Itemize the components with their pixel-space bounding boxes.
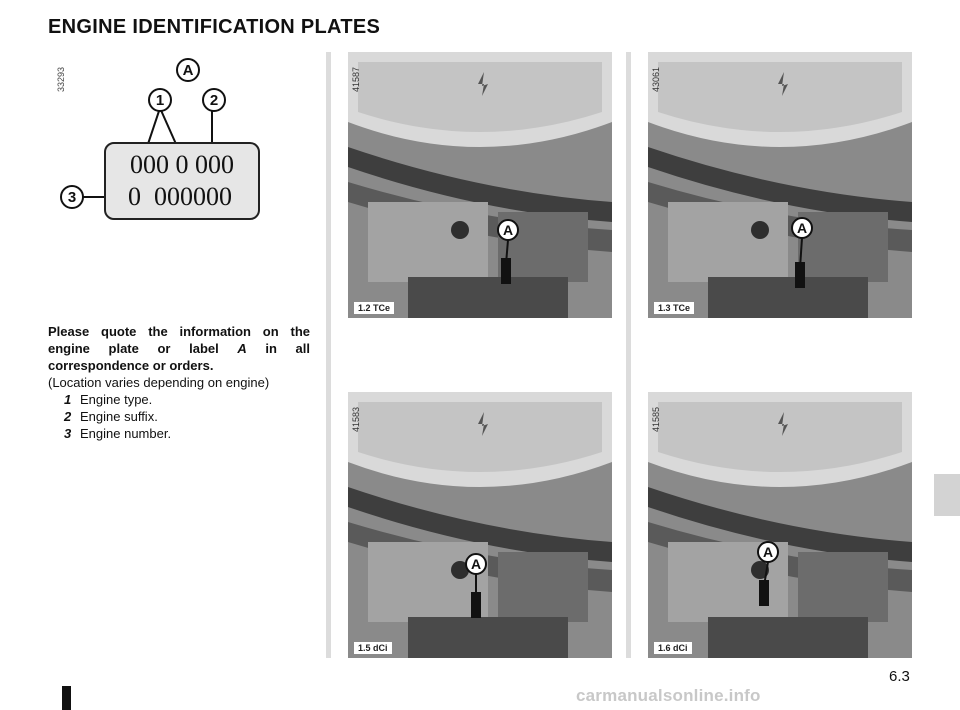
engine-bay-image: A <box>348 392 612 658</box>
instruction-text-start: Please quote the information on the engi… <box>48 324 310 356</box>
list-item-number: 1 <box>64 392 72 407</box>
engine-block <box>668 202 788 282</box>
page-title: ENGINE IDENTIFICATION PLATES <box>48 16 381 38</box>
photo-caption: 1.5 dCi <box>354 642 392 654</box>
engine-label <box>501 258 511 284</box>
section-tab <box>934 474 960 516</box>
wiper-bar <box>648 147 912 222</box>
marker-label: A <box>471 556 481 572</box>
location-note: (Location varies depending on engine) <box>48 375 270 390</box>
corner-mark <box>62 686 71 710</box>
callout-1: 1 <box>148 88 172 112</box>
list-item-label: Engine suffix. <box>80 409 158 424</box>
photo-code: 41587 <box>351 66 361 92</box>
callout-a: A <box>176 58 200 82</box>
callout-3: 3 <box>60 185 84 209</box>
wiper-bar <box>648 487 912 562</box>
legend-list: 1 Engine type. 2 Engine suffix. 3 Engine nu… <box>48 391 310 442</box>
list-item: 1 Engine type. <box>48 391 310 408</box>
front-panel <box>408 617 568 658</box>
photo-code: 41583 <box>351 406 361 432</box>
marker-label: A <box>797 220 807 236</box>
column-divider <box>326 52 331 658</box>
engine-label <box>759 580 769 606</box>
air-box <box>498 552 588 622</box>
engine-bay-image: A <box>648 52 912 318</box>
oil-cap <box>451 221 469 239</box>
bonnet-logo <box>478 412 488 436</box>
instructions: Please quote the information on the engi… <box>48 323 310 442</box>
page-number: 6.3 <box>889 668 910 685</box>
engine-bay-image: A <box>348 52 612 318</box>
marker-circle <box>791 217 813 239</box>
engine-photo-1-5-dci: A 1.5 dCi <box>348 392 612 658</box>
engine-label <box>795 262 805 288</box>
callout-lines <box>82 107 213 198</box>
oil-cap <box>751 561 769 579</box>
engine-photo-1-2-tce: A 1.2 TCe <box>348 52 612 318</box>
engine-label <box>471 592 481 618</box>
wiper-bar <box>348 147 612 222</box>
list-item-number: 3 <box>64 426 72 441</box>
list-item: 3 Engine number. <box>48 425 310 442</box>
engine-plate: 000 0 000 0 000000 <box>104 142 260 220</box>
column-divider <box>626 52 631 658</box>
instruction-label-a: A <box>237 341 247 356</box>
plate-line-1: 000 0 000 <box>130 150 234 179</box>
callout-2: 2 <box>202 88 226 112</box>
bonnet-logo <box>478 72 488 96</box>
engine-photo-1-6-dci: A 1.6 dCi <box>648 392 912 658</box>
air-box <box>798 212 888 282</box>
list-item-label: Engine type. <box>80 392 153 407</box>
photo-code: 41585 <box>651 406 661 432</box>
wiper-bar <box>348 487 612 562</box>
marker-label: A <box>503 222 513 238</box>
photo-caption: 1.2 TCe <box>354 302 395 314</box>
bonnet-logo <box>778 412 788 436</box>
watermark: carmanualsonline.info <box>576 686 761 705</box>
list-item: 2 Engine suffix. <box>48 408 310 425</box>
photo-code: 43061 <box>651 66 661 92</box>
bonnet-logo <box>778 72 788 96</box>
front-panel <box>708 277 868 318</box>
front-panel <box>408 277 568 318</box>
photo-caption: 1.6 dCi <box>654 642 692 654</box>
list-item-label: Engine number. <box>80 426 172 441</box>
plate-diagram: A 1 2 3 000 0 000 0 000000 <box>52 52 312 242</box>
marker-circle <box>757 541 779 563</box>
front-panel <box>708 617 868 658</box>
bonnet-panel <box>658 402 902 472</box>
air-box <box>798 552 888 622</box>
marker-circle <box>465 553 487 575</box>
instruction-text-end: in all correspondence or orders. <box>48 341 311 373</box>
instruction-paragraph: Please quote the information on the engi… <box>48 323 310 374</box>
engine-bay-image: A <box>648 392 912 658</box>
bonnet-panel <box>358 62 602 132</box>
oil-cap <box>451 561 469 579</box>
photo-caption: 1.3 TCe <box>654 302 695 314</box>
bonnet-panel <box>358 402 602 472</box>
engine-block <box>368 542 488 622</box>
marker-circle <box>497 219 519 241</box>
list-item-number: 2 <box>64 409 72 424</box>
bonnet-panel <box>658 62 902 132</box>
marker-label: A <box>763 544 773 560</box>
engine-photo-1-3-tce: A 1.3 TCe <box>648 52 912 318</box>
oil-cap <box>751 221 769 239</box>
engine-block <box>368 202 488 282</box>
plate-line-2: 0 000000 <box>128 182 232 211</box>
